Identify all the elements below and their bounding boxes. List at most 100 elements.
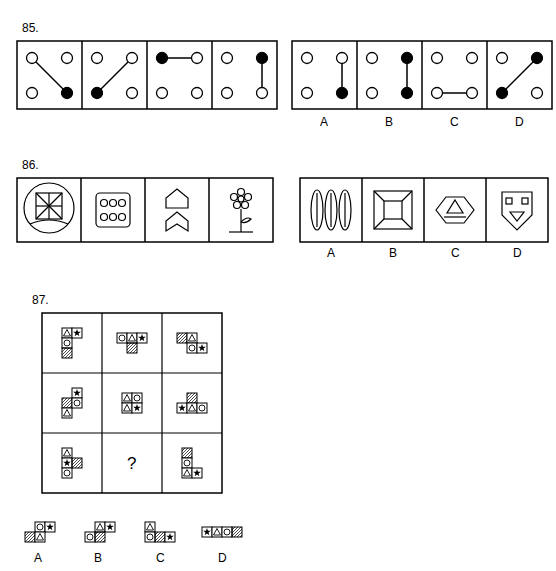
dot: [497, 53, 508, 64]
net-face: [72, 458, 82, 468]
star-mark: [106, 523, 114, 530]
star-mark: [73, 329, 81, 336]
circle-mark: [224, 529, 230, 535]
net-face: [122, 403, 132, 413]
net-face: [62, 328, 72, 338]
circle-mark: [147, 534, 153, 540]
triangle-mark: [124, 405, 131, 412]
dot: [337, 88, 348, 99]
net-face: [62, 468, 72, 478]
dot: [192, 53, 203, 64]
triangle-mark: [124, 395, 131, 402]
circle-mark: [134, 395, 140, 401]
net-face: [85, 532, 95, 542]
question-label: C: [156, 552, 165, 564]
dot: [367, 88, 378, 99]
question-label: D: [218, 552, 227, 564]
connector-line: [32, 58, 67, 93]
net-face: [177, 333, 187, 343]
dot: [302, 53, 313, 64]
dot: [62, 88, 73, 99]
net-face: [145, 532, 155, 542]
star-mark: [63, 459, 71, 466]
dot: [432, 88, 443, 99]
question-label: A: [34, 552, 42, 564]
net-face: [177, 403, 187, 413]
net-face: [182, 458, 192, 468]
dot: [467, 88, 478, 99]
triangle-mark: [214, 529, 221, 536]
net-face: [62, 458, 72, 468]
question-label: 85.: [22, 22, 39, 34]
dot: [302, 88, 313, 99]
net-face: [222, 527, 232, 537]
dot: [222, 88, 233, 99]
net-face: [145, 522, 155, 532]
triangle-mark: [64, 330, 71, 337]
dot: [62, 53, 73, 64]
net-face: [182, 468, 192, 478]
net-face: [127, 343, 137, 353]
question-label: D: [513, 247, 522, 259]
circle-mark: [37, 524, 43, 530]
connector-line: [97, 58, 132, 93]
net-face: [192, 468, 202, 478]
net-face: [95, 522, 105, 532]
dot: [367, 53, 378, 64]
triangle-mark: [189, 335, 196, 342]
question-label: C: [450, 116, 459, 128]
net-face: [72, 388, 82, 398]
circle-mark: [74, 400, 80, 406]
dot: [432, 53, 443, 64]
dot: [402, 53, 413, 64]
star-mark: [166, 533, 174, 540]
dot: [127, 53, 138, 64]
triangle-mark: [129, 335, 136, 342]
dot: [157, 53, 168, 64]
net-face: [182, 448, 192, 458]
dot: [532, 53, 543, 64]
dot: [532, 88, 543, 99]
question-label: A: [320, 116, 328, 128]
net-face: [62, 398, 72, 408]
circle-mark: [184, 460, 190, 466]
dot: [27, 88, 38, 99]
triangle-mark: [184, 470, 191, 477]
question-label: B: [94, 552, 102, 564]
dot: [402, 88, 413, 99]
question-label: B: [389, 247, 397, 259]
star-mark: [198, 344, 206, 351]
net-face: [25, 532, 35, 542]
net-face: [62, 408, 72, 418]
net-face: [232, 527, 242, 537]
star-mark: [193, 469, 201, 476]
circle-mark: [64, 470, 70, 476]
question-label: A: [327, 247, 335, 259]
triangle-mark: [189, 405, 196, 412]
question-label: B: [385, 116, 393, 128]
net-face: [62, 338, 72, 348]
dot: [222, 53, 233, 64]
triangle-mark: [97, 524, 104, 531]
net-face: [35, 522, 45, 532]
dot: [257, 88, 268, 99]
net-face: [72, 398, 82, 408]
circle-mark: [64, 340, 70, 346]
dot: [257, 53, 268, 64]
net-face: [187, 343, 197, 353]
dot: [192, 88, 203, 99]
net-face: [202, 527, 212, 537]
dot: [467, 53, 478, 64]
triangle-mark: [64, 450, 71, 457]
net-face: [62, 448, 72, 458]
star-mark: [203, 528, 211, 535]
star-mark: [46, 523, 54, 530]
question-label: 87.: [32, 294, 49, 306]
dot: [27, 53, 38, 64]
net-face: [45, 522, 55, 532]
net-face: [197, 343, 207, 353]
circle-mark: [199, 405, 205, 411]
dot: [92, 53, 103, 64]
circle-mark: [87, 534, 93, 540]
